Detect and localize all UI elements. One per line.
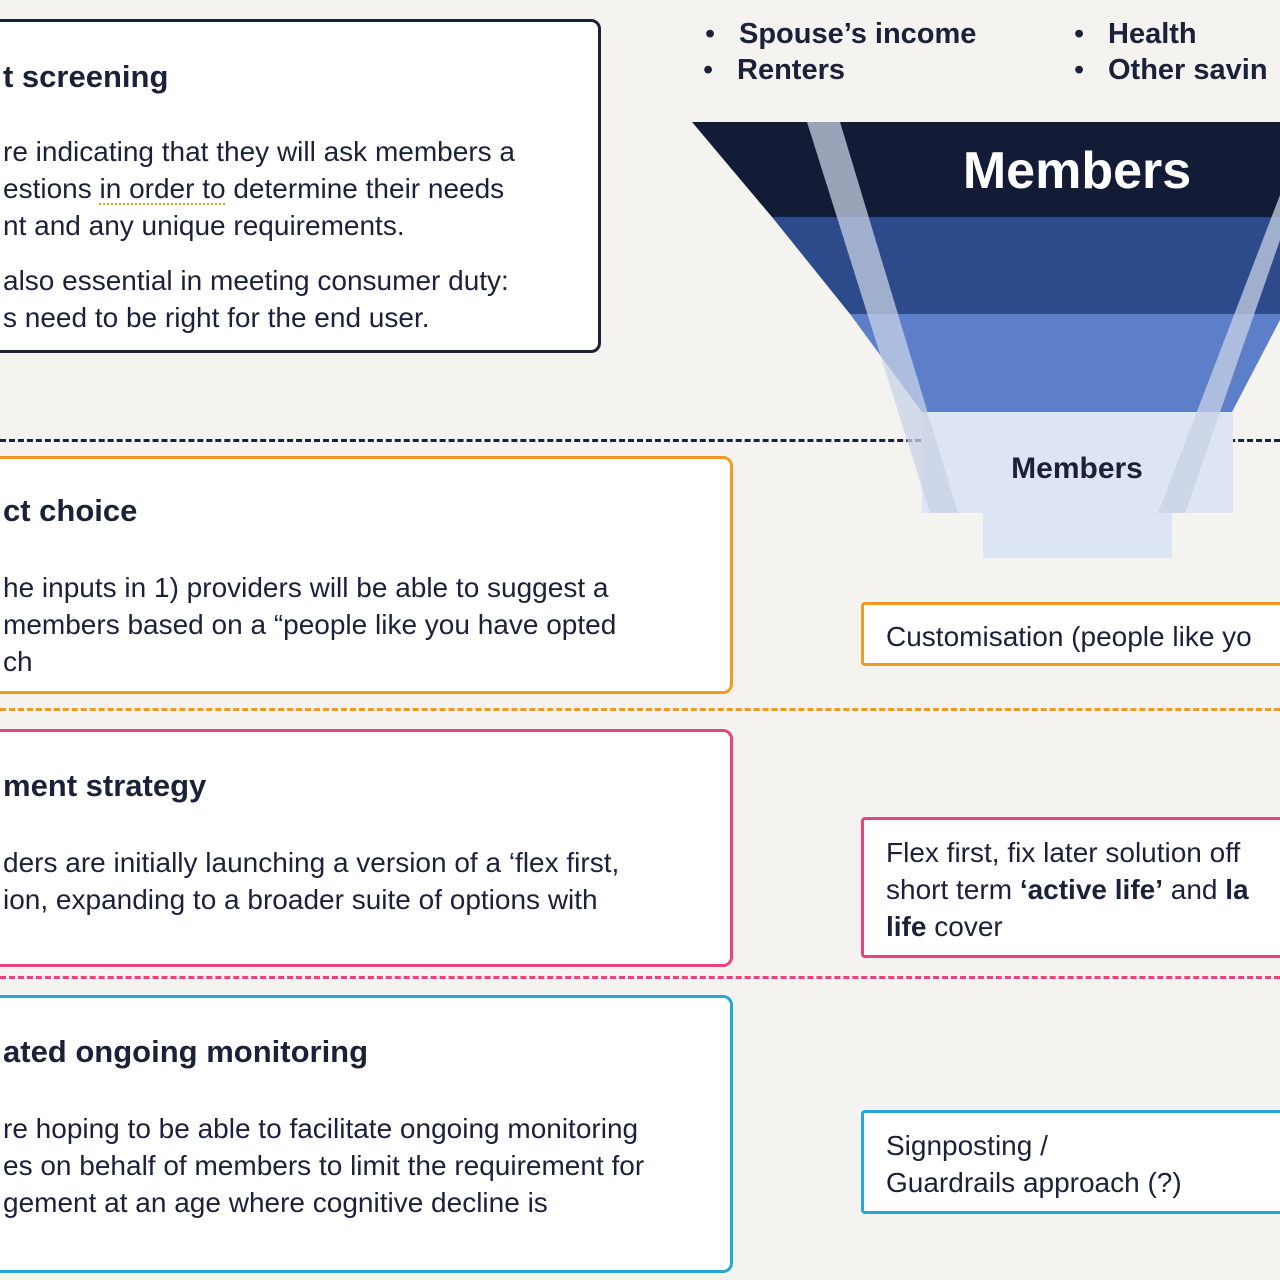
bullet-item: •Renters [703,54,845,86]
strategy-title: ment strategy [3,768,207,803]
members-funnel: Members Members [692,122,1280,558]
choice-text: he inputs in 1) providers will be able t… [3,572,617,677]
funnel-band-3 [850,314,1280,412]
strategy-box: ment strategy ders are initially launchi… [0,729,733,967]
monitoring-box: ated ongoing monitoring re hoping to be … [0,995,733,1273]
divider-navy [0,439,1280,442]
screening-box: t screening re indicating that they will… [0,19,601,353]
funnel-beam-left [807,122,958,513]
funnel-stem-2 [983,513,1172,558]
monitoring-text: re hoping to be able to facilitate ongoi… [3,1113,645,1218]
screening-text: re indicating that they will ask members… [3,136,515,333]
funnel-band-2 [772,217,1280,314]
divider-orange [0,708,1280,711]
customisation-tag: Customisation (people like yo [861,602,1280,666]
strategy-text: ders are initially launching a version o… [3,847,620,915]
bullet-item: •Other savin [1074,54,1268,86]
signposting-tag: Signposting / Guardrails approach (?) [861,1110,1280,1214]
bullet-item: •Spouse’s income [705,18,977,50]
divider-pink [0,976,1280,979]
flex-first-tag: Flex first, fix later solution off short… [861,817,1280,958]
choice-title: ct choice [3,493,138,528]
bullet-item: •Health [1074,18,1197,50]
funnel-beam-right [1158,195,1280,513]
screening-title: t screening [3,59,169,94]
monitoring-title: ated ongoing monitoring [3,1034,369,1069]
choice-box: ct choice he inputs in 1) providers will… [0,456,733,694]
funnel-top-label: Members [963,142,1191,200]
funnel-bottom-label: Members [1011,452,1143,485]
